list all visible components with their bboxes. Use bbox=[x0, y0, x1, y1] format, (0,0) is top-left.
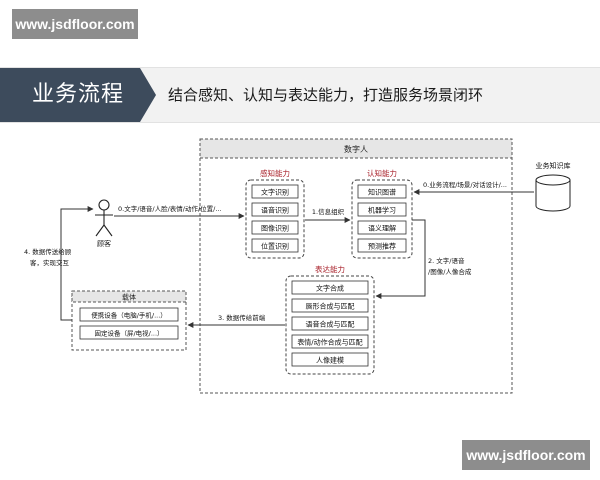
perception-item: 语音识别 bbox=[251, 202, 299, 217]
cognition-item: 知识图谱 bbox=[357, 184, 407, 199]
cognition-title: 认知能力 bbox=[367, 168, 397, 178]
database-icon bbox=[535, 174, 571, 212]
edge-label: /图像/人像合成 bbox=[428, 267, 472, 276]
expression-title: 表达能力 bbox=[315, 264, 345, 274]
edge-label: 客，实现交互 bbox=[30, 258, 70, 267]
cognition-group: 认知能力 知识图谱 机器学习 语义理解 预测推荐 bbox=[351, 168, 413, 259]
watermark-bottom: www.jsdfloor.com bbox=[462, 440, 590, 470]
perception-item: 文字识别 bbox=[251, 184, 299, 199]
expression-item: 唇形合成与匹配 bbox=[291, 298, 369, 313]
perception-item-label: 文字识别 bbox=[261, 188, 289, 197]
expression-item: 语音合成与匹配 bbox=[291, 316, 369, 331]
edge-kb-to-cognition: 0.业务流程/场景/对话设计/... bbox=[413, 180, 534, 195]
carrier-item: 固定设备（屏/电视/...） bbox=[79, 325, 179, 340]
customer-actor: 顾客 bbox=[95, 199, 113, 248]
perception-item: 图像识别 bbox=[251, 220, 299, 235]
expression-item: 表情/动作合成与匹配 bbox=[291, 334, 369, 349]
cognition-item-label: 语义理解 bbox=[368, 224, 396, 233]
edge-label: 0.业务流程/场景/对话设计/... bbox=[423, 180, 507, 189]
perception-title: 感知能力 bbox=[260, 168, 290, 178]
expression-item-label: 文字合成 bbox=[316, 284, 344, 293]
person-icon bbox=[95, 199, 113, 237]
perception-item-label: 位置识别 bbox=[261, 242, 289, 251]
knowledge-base: 业务知识库 bbox=[535, 161, 571, 212]
customer-label: 顾客 bbox=[97, 239, 111, 248]
edge-label: 1.信息组织 bbox=[312, 207, 345, 216]
perception-item-label: 图像识别 bbox=[261, 224, 289, 233]
edge-perception-to-cognition: 1.信息组织 bbox=[305, 207, 351, 223]
expression-item-label: 人像建模 bbox=[316, 356, 344, 365]
edge-expression-to-carrier: 3. 数据传给前端 bbox=[187, 313, 285, 328]
banner-subtitle: 结合感知、认知与表达能力，打造服务场景闭环 bbox=[168, 86, 484, 104]
carrier-item: 便携设备（电脑/手机/...） bbox=[79, 307, 179, 322]
edge-label: 2. 文字/语音 bbox=[428, 256, 465, 265]
edge-label: 4. 数据传送给顾 bbox=[24, 247, 72, 256]
expression-item-label: 表情/动作合成与匹配 bbox=[297, 338, 362, 347]
banner-title: 业务流程 bbox=[0, 68, 156, 122]
cognition-item-label: 预测推荐 bbox=[368, 242, 396, 251]
carrier-item-label: 固定设备（屏/电视/...） bbox=[94, 329, 163, 338]
cognition-item: 语义理解 bbox=[357, 220, 407, 235]
cognition-item-label: 知识图谱 bbox=[368, 188, 396, 197]
edge-label: 0.文字/语音/人脸/表情/动作/位置/... bbox=[118, 204, 222, 213]
expression-item-label: 唇形合成与匹配 bbox=[306, 302, 355, 311]
carrier-title: 载体 bbox=[122, 293, 136, 302]
knowledge-base-label: 业务知识库 bbox=[536, 161, 571, 170]
cognition-item: 机器学习 bbox=[357, 202, 407, 217]
perception-item-label: 语音识别 bbox=[261, 206, 289, 215]
perception-group: 感知能力 文字识别 语音识别 图像识别 位置识别 bbox=[245, 168, 305, 259]
expression-item: 文字合成 bbox=[291, 280, 369, 295]
edge-cognition-to-expression: 2. 文字/语音 /图像/人像合成 bbox=[375, 219, 472, 299]
expression-item: 人像建模 bbox=[291, 352, 369, 367]
expression-item-label: 语音合成与匹配 bbox=[306, 320, 355, 329]
digital-human-title: 数字人 bbox=[344, 144, 368, 154]
edge-customer-to-perception: 0.文字/语音/人脸/表情/动作/位置/... bbox=[114, 204, 245, 219]
edge-carrier-to-customer: 4. 数据传送给顾 客，实现交互 bbox=[24, 206, 94, 321]
perception-item: 位置识别 bbox=[251, 238, 299, 253]
cognition-item-label: 机器学习 bbox=[368, 206, 396, 215]
expression-group: 表达能力 文字合成 唇形合成与匹配 语音合成与匹配 表情/动作合成与匹配 人像建… bbox=[285, 264, 375, 375]
carrier-item-label: 便携设备（电脑/手机/...） bbox=[91, 311, 167, 320]
digital-human-container: 数字人 bbox=[199, 138, 513, 394]
cognition-item: 预测推荐 bbox=[357, 238, 407, 253]
carrier-group: 载体 便携设备（电脑/手机/...） 固定设备（屏/电视/...） bbox=[71, 290, 187, 351]
edge-label: 3. 数据传给前端 bbox=[218, 313, 266, 322]
title-banner: 业务流程 结合感知、认知与表达能力，打造服务场景闭环 bbox=[0, 67, 600, 123]
watermark-top: www.jsdfloor.com bbox=[12, 9, 138, 39]
